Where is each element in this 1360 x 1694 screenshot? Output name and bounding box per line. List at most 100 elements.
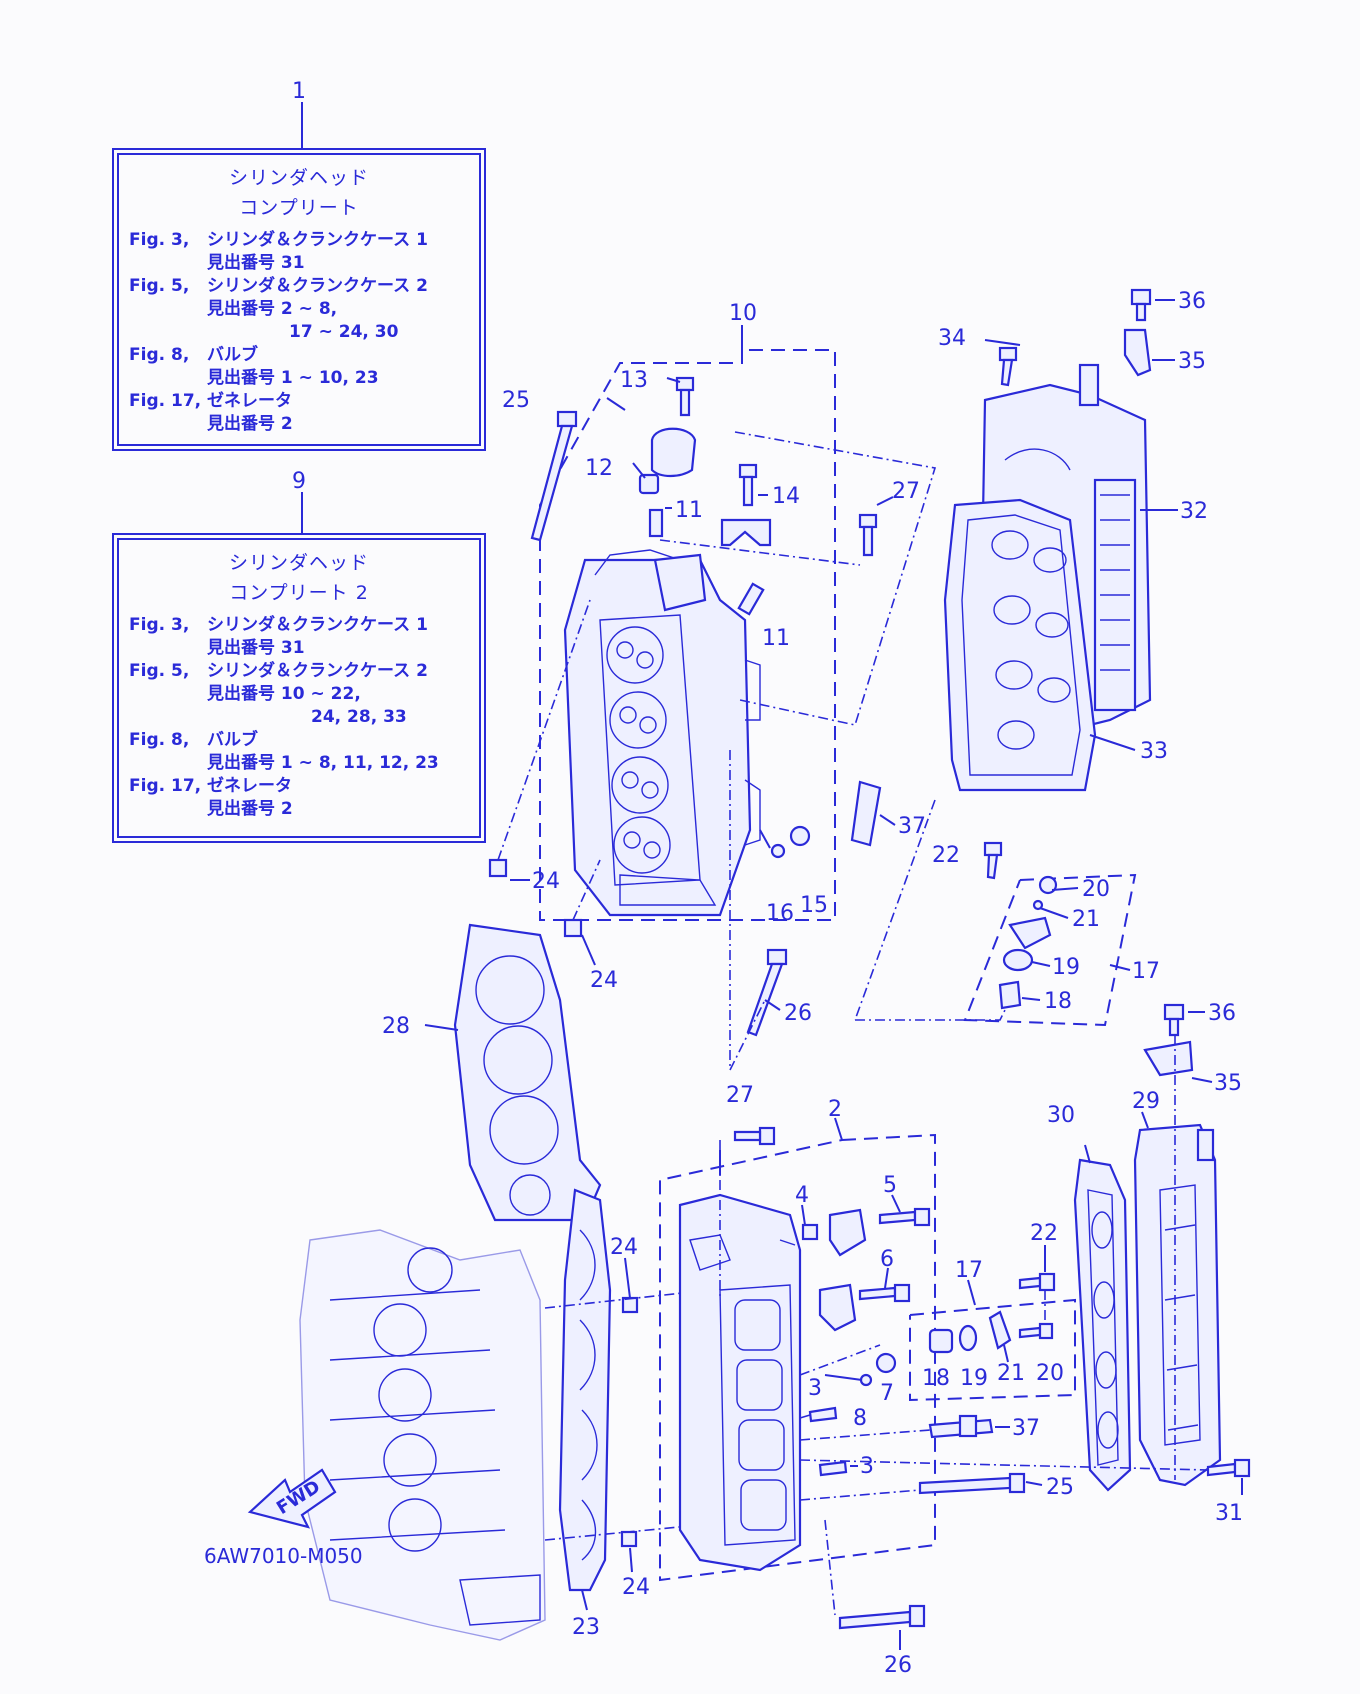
note-1-ref-1-line-2: 見出番号 31 — [207, 253, 305, 273]
note-9-ref-4-fig: Fig. 17, — [129, 776, 202, 796]
bracket-35-lower — [1143, 1040, 1194, 1077]
washer-8 — [859, 1373, 873, 1387]
note-9-ref-1: Fig. 3, シリンダ＆クランクケース 1 — [129, 614, 469, 637]
engine-block — [299, 1229, 546, 1641]
head-gasket-23 — [558, 1188, 612, 1592]
axis-26-b — [729, 999, 766, 1071]
callout-4: 4 — [795, 1183, 809, 1208]
note-1-ref-4: Fig. 17, ゼネレータ — [129, 390, 469, 413]
leader-24-d — [629, 1547, 633, 1573]
callout-25-lower: 25 — [1046, 1475, 1074, 1500]
note-9-ref-4: Fig. 17, ゼネレータ — [129, 775, 469, 798]
pin-4 — [801, 1223, 819, 1241]
note-9-ref-3-fig: Fig. 8, — [129, 730, 190, 750]
leader-8 — [824, 1374, 863, 1381]
leader-29 — [1141, 1111, 1149, 1129]
note-1-ref-2: Fig. 5, シリンダ＆クランクケース 2 — [129, 275, 469, 298]
leader-26-upper — [764, 999, 781, 1011]
leader-4 — [801, 1204, 806, 1226]
bracket-35-upper — [1123, 328, 1152, 377]
callout-2: 2 — [828, 1097, 842, 1122]
note-9-ref-1-fig: Fig. 3, — [129, 615, 190, 635]
callout-11-lower: 11 — [762, 626, 790, 651]
leader-5 — [891, 1194, 901, 1213]
callout-24-a: 24 — [532, 869, 560, 894]
leader-17-upper — [1109, 964, 1131, 971]
callout-9: 9 — [292, 469, 306, 494]
callout-32: 32 — [1180, 499, 1208, 524]
note-9-ref-2-line-3: 24, 28, 33 — [311, 707, 407, 727]
leader-16 — [759, 829, 771, 849]
callout-24-c: 24 — [610, 1235, 638, 1260]
note-9-title-line-1: シリンダヘッド — [228, 552, 369, 574]
callout-19-upper: 19 — [1052, 955, 1080, 980]
group-14-link — [659, 539, 861, 566]
washer-16 — [770, 843, 786, 859]
bolt-36-upper — [1130, 288, 1152, 322]
callout-3-a: 3 — [808, 1376, 822, 1401]
note-1-ref-1-fig: Fig. 3, — [129, 230, 190, 250]
gasket-19-upper — [1002, 948, 1034, 972]
note-9-ref-3-line-1: バルブ — [207, 730, 258, 750]
bolt-5 — [878, 1207, 931, 1227]
note-9-ref-1-line-1: シリンダ＆クランクケース 1 — [207, 615, 428, 635]
callout-3-b: 3 — [860, 1454, 874, 1479]
pin-3-a — [808, 1406, 838, 1423]
dowel-24-b-axis — [572, 859, 601, 921]
figure-code: 6AW7010-M050 — [204, 1544, 363, 1568]
note-9-ref-2-line-1: シリンダ＆クランクケース 2 — [207, 661, 428, 681]
note-box-9: シリンダヘッド コンプリート 2 Fig. 3, シリンダ＆クランクケース 1 … — [112, 533, 486, 843]
callout-12: 12 — [585, 456, 613, 481]
callout-7: 7 — [880, 1381, 894, 1406]
callout-28: 28 — [382, 1014, 410, 1039]
note-1-ref-4-line-2: 見出番号 2 — [207, 414, 293, 434]
spark-plug-37-upper — [850, 780, 882, 847]
gasket-19-lower — [958, 1324, 978, 1352]
note-1-ref-2-fig: Fig. 5, — [129, 276, 190, 296]
callout-8: 8 — [853, 1406, 867, 1431]
note-1-title-line-2: コンプリート — [239, 197, 359, 219]
bolt-27-upper — [858, 513, 878, 557]
callout-22-upper: 22 — [932, 843, 960, 868]
callout-34: 34 — [938, 326, 966, 351]
leader-2 — [834, 1117, 843, 1141]
dowel-24-c — [621, 1296, 639, 1314]
note-1-ref-4-line-1: ゼネレータ — [207, 391, 292, 411]
bolt-26-upper — [746, 948, 788, 1037]
axis-37-lower — [799, 1429, 931, 1441]
callout-13: 13 — [620, 368, 648, 393]
pin-21-upper — [1032, 899, 1044, 911]
note-9-ref-1-line-2: 見出番号 31 — [207, 638, 305, 658]
leader-35-lower — [1191, 1077, 1213, 1083]
pin-11-lower — [737, 582, 765, 616]
note-box-1: シリンダヘッド コンプリート Fig. 3, シリンダ＆クランクケース 1 見出… — [112, 148, 486, 451]
bolt-20-lower — [1018, 1322, 1054, 1340]
callout-20-upper: 20 — [1082, 877, 1110, 902]
group-14-outline — [734, 431, 937, 726]
note-9-title: シリンダヘッド コンプリート 2 — [129, 548, 469, 608]
note-1-ref-2-line-3: 17 ~ 24, 30 — [289, 322, 399, 342]
plug-7 — [875, 1352, 897, 1374]
callout-20-lower: 20 — [1036, 1361, 1064, 1386]
leader-24-c — [624, 1257, 631, 1299]
callout-36-upper: 36 — [1178, 289, 1206, 314]
leader-21-upper — [1039, 907, 1069, 919]
axis-24-c — [544, 1289, 711, 1309]
bolt-22-lower — [1018, 1272, 1056, 1292]
thermostat-18-lower — [928, 1328, 954, 1354]
leader-37-upper — [879, 814, 896, 826]
note-9-ref-2-fig: Fig. 5, — [129, 661, 190, 681]
axis-24-d — [544, 1524, 701, 1541]
head-gasket-28 — [453, 923, 602, 1222]
bolt-6 — [858, 1283, 911, 1303]
bolt-34 — [998, 346, 1018, 387]
note-1-ref-3: Fig. 8, バルブ — [129, 344, 469, 367]
axis-31 — [799, 1459, 1209, 1471]
axis-26-lower — [824, 1519, 836, 1616]
bolt-22-upper — [983, 841, 1003, 880]
note-9-refs: Fig. 3, シリンダ＆クランクケース 1 見出番号 31 Fig. 5, シ… — [129, 614, 469, 821]
callout-14: 14 — [772, 484, 800, 509]
leader-28 — [424, 1024, 459, 1031]
pin-11-upper — [648, 508, 664, 538]
